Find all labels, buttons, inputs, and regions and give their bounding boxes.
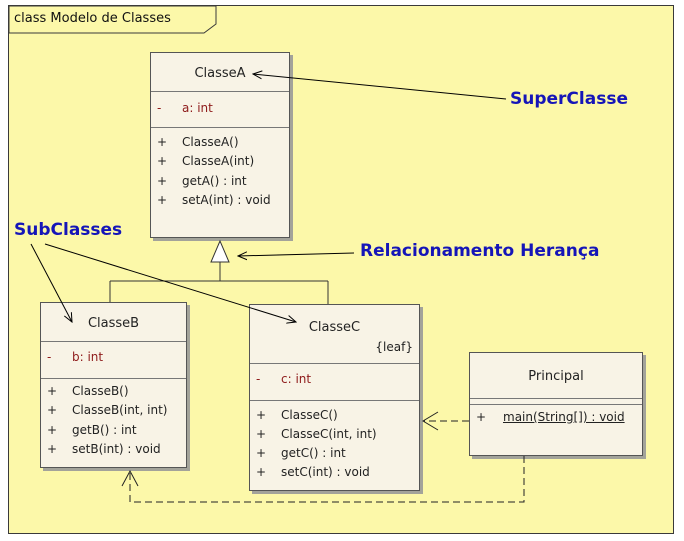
class-c-op: getC() : int xyxy=(281,446,346,460)
class-c-op-visibility: + xyxy=(256,427,267,441)
class-c-name: ClasseC xyxy=(308,320,361,335)
class-c-op: ClasseC(int, int) xyxy=(281,427,377,441)
class-a-attributes: - a: int xyxy=(151,91,289,127)
superclasse-callout: SuperClasse xyxy=(510,89,628,109)
subclasses-pointer-b xyxy=(30,243,72,322)
class-b-name: ClasseB xyxy=(87,316,140,331)
class-b-box[interactable]: ClasseB - b: int + ClasseB() + ClasseB(int… xyxy=(40,302,187,468)
class-a-op-visibility: + xyxy=(157,135,168,149)
class-b-op-visibility: + xyxy=(47,403,58,417)
inheritance-connector xyxy=(109,262,329,304)
class-principal-box[interactable]: Principal + main(String[]) : void xyxy=(469,352,643,456)
class-b-operations: + ClasseB() + ClasseB(int, int) + getB() : … xyxy=(41,378,186,467)
dependency-principal-to-classec xyxy=(422,411,469,431)
class-principal-operations: + main(String[]) : void xyxy=(470,404,642,455)
class-c-attributes: - c: int xyxy=(250,363,419,400)
class-c-op: setC(int) : void xyxy=(281,465,370,479)
class-a-op: getA() : int xyxy=(182,174,247,188)
class-c-op-visibility: + xyxy=(256,465,267,479)
class-c-box[interactable]: ClasseC {leaf} - c: int + ClasseC() + Clas… xyxy=(249,304,420,491)
heranca-callout: Relacionamento Herança xyxy=(360,241,600,261)
class-a-name: ClasseA xyxy=(194,66,246,81)
class-principal-attributes xyxy=(470,398,642,404)
class-c-op: ClasseC() xyxy=(281,408,338,422)
class-b-attributes: - b: int xyxy=(41,341,186,378)
class-b-op: getB() : int xyxy=(72,423,137,437)
class-a-op-visibility: + xyxy=(157,154,168,168)
class-c-attr-text: c: int xyxy=(281,372,312,386)
class-b-attr-text: b: int xyxy=(72,350,104,364)
subclasses-callout: SubClasses xyxy=(14,220,123,240)
class-c-op-visibility: + xyxy=(256,408,267,422)
class-b-op: ClasseB() xyxy=(72,384,129,398)
frame-title: class Modelo de Classes xyxy=(14,11,171,26)
class-b-op-visibility: + xyxy=(47,423,58,437)
class-b-attr-visibility: - xyxy=(47,350,52,364)
class-c-attr-visibility: - xyxy=(256,372,261,386)
heranca-pointer xyxy=(238,253,355,256)
class-c-operations: + ClasseC() + ClasseC(int, int) + getC() : … xyxy=(250,400,419,490)
subclasses-pointer-c xyxy=(44,243,296,322)
class-a-op-visibility: + xyxy=(157,174,168,188)
class-a-attr-text: a: int xyxy=(182,101,213,115)
class-principal-op: main(String[]) : void xyxy=(503,410,625,424)
frame-title-tab xyxy=(9,6,217,34)
class-b-op-visibility: + xyxy=(47,384,58,398)
class-principal-op-visibility: + xyxy=(476,410,487,424)
class-b-op-visibility: + xyxy=(47,442,58,456)
dependency-principal-to-classeb xyxy=(121,456,525,503)
class-a-operations: + ClasseA() + ClasseA(int) + getA() : int +… xyxy=(151,127,289,237)
class-b-op: setB(int) : void xyxy=(72,442,161,456)
class-a-op: ClasseA() xyxy=(182,135,239,149)
superclasse-pointer xyxy=(253,74,507,100)
class-a-op: ClasseA(int) xyxy=(182,154,255,168)
class-a-attr-visibility: - xyxy=(157,101,162,115)
class-principal-name: Principal xyxy=(528,369,584,384)
class-a-op-visibility: + xyxy=(157,193,168,207)
inheritance-triangle xyxy=(210,239,230,263)
class-c-op-visibility: + xyxy=(256,446,267,460)
class-b-op: ClasseB(int, int) xyxy=(72,403,168,417)
class-c-stereotype: {leaf} xyxy=(375,340,413,354)
class-a-box[interactable]: ClasseA - a: int + ClasseA() + ClasseA(int… xyxy=(150,52,290,238)
class-a-op: setA(int) : void xyxy=(182,193,271,207)
